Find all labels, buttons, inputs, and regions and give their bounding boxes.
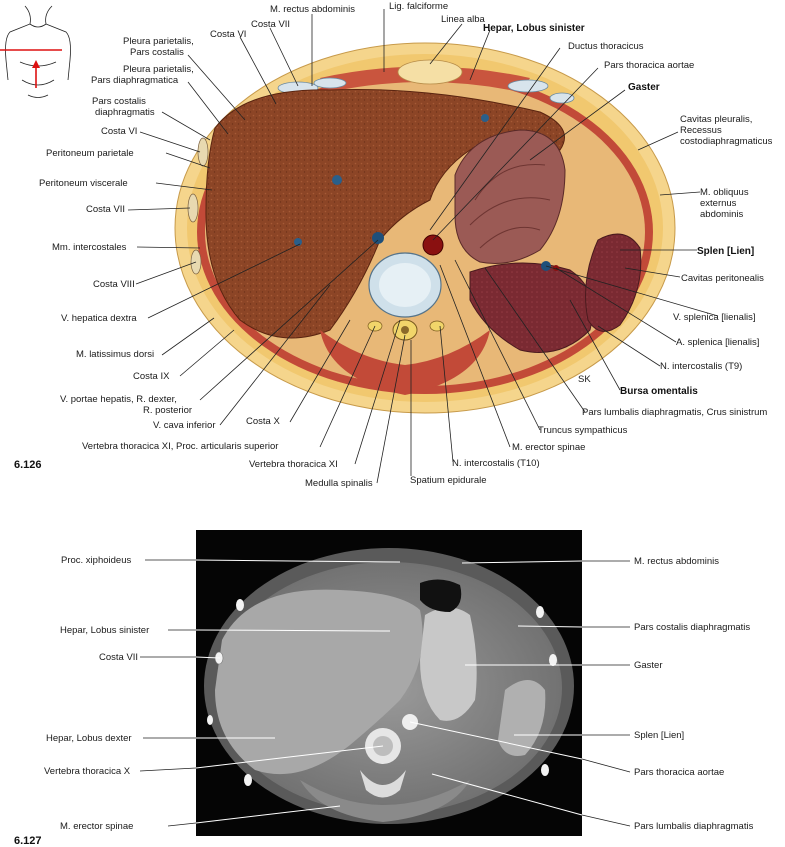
label-m-obliquus-2: externus — [700, 198, 737, 209]
ct-label-m-rectus-abdominis: M. rectus abdominis — [634, 556, 719, 567]
ct-label-vertebra-thoracica-x: Vertebra thoracica X — [44, 766, 131, 777]
label-n-intercostalis-t9: N. intercostalis (T9) — [660, 361, 742, 372]
stomach — [454, 129, 566, 264]
liver — [205, 88, 565, 339]
label-costa-x: Costa X — [246, 416, 280, 427]
label-m-rectus-abdominis: M. rectus abdominis — [270, 4, 355, 15]
ct-label-gaster: Gaster — [634, 660, 663, 671]
label-linea-alba: Linea alba — [441, 14, 486, 25]
bottom-leader-lines — [139, 559, 631, 827]
arrow-head-icon — [32, 60, 40, 68]
cross-section-illustration: SK — [174, 42, 676, 414]
label-pleura-costalis-2: Pars costalis — [130, 47, 184, 58]
label-costa-vi-top: Costa VI — [210, 29, 246, 40]
label-vertebra-xi-proc: Vertebra thoracica XI, Proc. articularis… — [82, 441, 278, 452]
ct-spleen — [498, 680, 546, 756]
label-peritoneum-viscerale: Peritoneum viscerale — [39, 178, 128, 189]
ct-label-hepar-lobus-dexter: Hepar, Lobus dexter — [46, 733, 132, 744]
label-m-obliquus-1: M. obliquus — [700, 187, 749, 198]
label-truncus-sympathicus: Truncus sympathicus — [538, 425, 628, 436]
label-ductus-thoracicus: Ductus thoracicus — [568, 41, 644, 52]
label-costa-viii: Costa VIII — [93, 279, 135, 290]
label-n-intercostalis-t10: N. intercostalis (T10) — [452, 458, 540, 469]
back-muscles — [320, 330, 490, 395]
label-costa-vii-left: Costa VII — [86, 204, 125, 215]
label-cavitas-pleuralis-3: costodiaphragmaticus — [680, 136, 773, 147]
label-lig-falciforme: Lig. falciforme — [389, 1, 448, 12]
label-pleura-costalis-1: Pleura parietalis, — [123, 36, 194, 47]
label-v-portae-1: V. portae hepatis, R. dexter, — [60, 394, 177, 405]
artist-mark: SK — [578, 374, 591, 385]
label-costa-ix: Costa IX — [133, 371, 170, 382]
top-leader-lines — [127, 9, 719, 484]
label-gaster: Gaster — [628, 82, 660, 93]
label-v-hepatica-dextra: V. hepatica dextra — [61, 313, 137, 324]
ct-label-pars-thoracica-aortae: Pars thoracica aortae — [634, 767, 724, 778]
label-splen: Splen [Lien] — [697, 246, 754, 257]
pancreas-region — [469, 262, 593, 353]
label-pars-thoracica-aortae: Pars thoracica aortae — [604, 60, 694, 71]
figure-number-top: 6.126 — [14, 459, 42, 471]
label-mm-intercostales: Mm. intercostales — [52, 242, 127, 253]
figure-number-bottom: 6.127 — [14, 835, 42, 847]
label-m-obliquus-3: abdominis — [700, 209, 744, 220]
aorta — [422, 234, 444, 256]
ct-stomach — [420, 607, 477, 721]
label-cavitas-pleuralis-1: Cavitas pleuralis, — [680, 114, 752, 125]
top-labels: M. rectus abdominis Lig. falciforme Line… — [14, 1, 773, 489]
label-cavitas-peritonealis: Cavitas peritonealis — [681, 273, 764, 284]
label-v-splenica: V. splenica [lienalis] — [673, 312, 756, 323]
ct-label-hepar-lobus-sinister: Hepar, Lobus sinister — [60, 625, 149, 636]
label-bursa-omentalis: Bursa omentalis — [620, 386, 698, 397]
label-spatium-epidurale: Spatium epidurale — [410, 475, 487, 486]
ct-label-pars-costalis-diaph: Pars costalis diaphragmatis — [634, 622, 750, 633]
label-medulla-spinalis: Medulla spinalis — [305, 478, 373, 489]
spleen — [585, 233, 642, 332]
label-pars-costalis-2: diaphragmatis — [95, 107, 155, 118]
orientation-body-sketch — [0, 5, 71, 98]
ct-gas-pocket — [420, 579, 462, 612]
ct-label-m-erector-spinae: M. erector spinae — [60, 821, 133, 832]
bottom-labels: Proc. xiphoideus Hepar, Lobus sinister C… — [14, 555, 754, 847]
label-v-cava-inferior: V. cava inferior — [153, 420, 216, 431]
label-hepar-lobus-sinister: Hepar, Lobus sinister — [483, 23, 585, 34]
label-vertebra-xi: Vertebra thoracica XI — [249, 459, 338, 470]
label-costa-vii-top: Costa VII — [251, 19, 290, 30]
label-v-portae-2: R. posterior — [143, 405, 192, 416]
label-m-erector-spinae: M. erector spinae — [512, 442, 585, 453]
label-costa-vi-left: Costa VI — [101, 126, 137, 137]
ct-label-pars-lumbalis-diaph: Pars lumbalis diaphragmatis — [634, 821, 754, 832]
label-pleura-diaph-1: Pleura parietalis, — [123, 64, 194, 75]
ct-label-proc-xiphoideus: Proc. xiphoideus — [61, 555, 131, 566]
ivc — [372, 232, 384, 244]
label-pleura-diaph-2: Pars diaphragmatica — [91, 75, 179, 86]
label-cavitas-pleuralis-2: Recessus — [680, 125, 722, 136]
ct-label-splen: Splen [Lien] — [634, 730, 684, 741]
label-m-latissimus-dorsi: M. latissimus dorsi — [76, 349, 154, 360]
label-pars-lumbalis-crus: Pars lumbalis diaphragmatis, Crus sinist… — [582, 407, 767, 418]
ct-liver — [215, 589, 423, 775]
label-pars-costalis-1: Pars costalis — [92, 96, 146, 107]
ct-label-costa-vii: Costa VII — [99, 652, 138, 663]
ct-scan-figure — [196, 530, 582, 836]
label-a-splenica: A. splenica [lienalis] — [676, 337, 759, 348]
label-peritoneum-parietale: Peritoneum parietale — [46, 148, 134, 159]
